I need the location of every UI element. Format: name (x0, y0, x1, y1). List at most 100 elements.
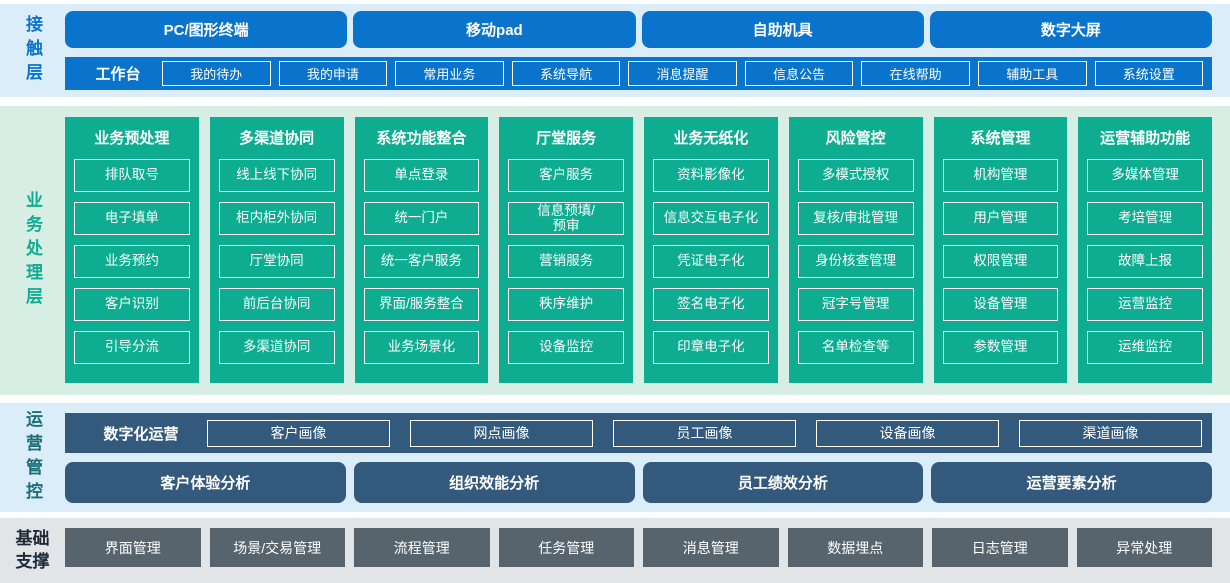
terminal-button[interactable]: 移动pad (353, 11, 636, 48)
digital-ops-item-button[interactable]: 设备画像 (816, 419, 999, 447)
business-item-button[interactable]: 多模式授权 (797, 159, 914, 192)
business-column: 厅堂服务客户服务信息预填/ 预审营销服务秩序维护设备监控 (499, 117, 633, 383)
business-item-button[interactable]: 参数管理 (942, 331, 1059, 364)
business-item-button[interactable]: 签名电子化 (653, 288, 769, 321)
workbench-item-button[interactable]: 系统导航 (511, 61, 621, 86)
business-item-button[interactable]: 单点登录 (363, 159, 480, 192)
foundation-button[interactable]: 流程管理 (354, 528, 490, 567)
business-item-button[interactable]: 营销服务 (508, 245, 624, 278)
business-item-button[interactable]: 线上线下协同 (218, 159, 335, 192)
operations-layer-content: 数字化运营 客户画像网点画像员工画像设备画像渠道画像 客户体验分析组织效能分析员… (65, 403, 1230, 512)
business-item-button[interactable]: 冠字号管理 (797, 288, 914, 321)
digital-ops-label: 数字化运营 (103, 425, 179, 443)
business-column-title: 系统功能整合 (376, 130, 467, 147)
business-item-button[interactable]: 名单检查等 (797, 331, 914, 364)
workbench-item-row: 我的待办我的申请常用业务系统导航消息提醒信息公告在线帮助辅助工具系统设置 (162, 61, 1204, 86)
business-item-button[interactable]: 运营监控 (1087, 288, 1203, 321)
foundation-layer-band: 基础 支撑 界面管理场景/交易管理流程管理任务管理消息管理数据埋点日志管理异常处… (0, 518, 1230, 583)
business-column: 多渠道协同线上线下协同柜内柜外协同厅堂协同前后台协同多渠道协同 (209, 117, 344, 383)
business-item-button[interactable]: 机构管理 (942, 159, 1059, 192)
business-column-title: 多渠道协同 (239, 130, 315, 147)
terminal-button[interactable]: PC/图形终端 (65, 11, 348, 48)
analysis-row: 客户体验分析组织效能分析员工绩效分析运营要素分析 (65, 462, 1212, 503)
foundation-button[interactable]: 异常处理 (1076, 528, 1212, 567)
business-item-button[interactable]: 故障上报 (1087, 245, 1203, 278)
business-column-title: 业务预处理 (94, 130, 170, 147)
business-column: 业务预处理排队取号电子填单业务预约客户识别引导分流 (65, 117, 199, 383)
foundation-button[interactable]: 界面管理 (65, 528, 201, 567)
business-column-title: 风险管控 (825, 130, 886, 147)
business-item-button[interactable]: 信息预填/ 预审 (508, 202, 624, 235)
workbench-item-button[interactable]: 我的待办 (162, 61, 271, 86)
business-item-button[interactable]: 客户识别 (74, 288, 190, 321)
digital-ops-item-button[interactable]: 网点画像 (410, 419, 593, 447)
business-item-button[interactable]: 排队取号 (74, 159, 190, 192)
business-item-button[interactable]: 多媒体管理 (1087, 159, 1203, 192)
analysis-button[interactable]: 组织效能分析 (353, 462, 635, 503)
workbench-item-button[interactable]: 信息公告 (744, 61, 854, 86)
foundation-button[interactable]: 消息管理 (643, 528, 779, 567)
business-item-button[interactable]: 业务预约 (74, 245, 190, 278)
foundation-button[interactable]: 数据埋点 (787, 528, 923, 567)
foundation-layer-side: 基础 支撑 (0, 518, 65, 583)
business-column-title: 运营辅助功能 (1100, 130, 1191, 147)
business-item-button[interactable]: 秩序维护 (508, 288, 624, 321)
business-item-button[interactable]: 多渠道协同 (218, 331, 335, 364)
business-item-button[interactable]: 信息交互电子化 (653, 202, 769, 235)
business-item-button[interactable]: 厅堂协同 (218, 245, 335, 278)
business-item-button[interactable]: 业务场景化 (363, 331, 480, 364)
workbench-item-button[interactable]: 消息提醒 (628, 61, 737, 86)
business-layer-band: 业务处理层 业务预处理排队取号电子填单业务预约客户识别引导分流多渠道协同线上线下… (0, 106, 1230, 395)
foundation-row: 界面管理场景/交易管理流程管理任务管理消息管理数据埋点日志管理异常处理 (65, 518, 1230, 583)
business-column-title: 厅堂服务 (536, 130, 597, 147)
business-columns: 业务预处理排队取号电子填单业务预约客户识别引导分流多渠道协同线上线下协同柜内柜外… (65, 106, 1230, 395)
digital-ops-item-button[interactable]: 渠道画像 (1019, 419, 1202, 447)
business-item-button[interactable]: 运维监控 (1087, 331, 1203, 364)
business-item-button[interactable]: 设备监控 (508, 331, 624, 364)
business-item-button[interactable]: 印章电子化 (653, 331, 769, 364)
business-column: 风险管控多模式授权复核/审批管理身份核查管理冠字号管理名单检查等 (788, 117, 923, 383)
workbench-item-button[interactable]: 常用业务 (395, 61, 504, 86)
workbench-label: 工作台 (95, 66, 141, 83)
business-item-button[interactable]: 柜内柜外协同 (218, 202, 335, 235)
business-item-button[interactable]: 界面/服务整合 (363, 288, 480, 321)
business-item-button[interactable]: 前后台协同 (218, 288, 335, 321)
business-item-button[interactable]: 引导分流 (74, 331, 190, 364)
digital-ops-item-button[interactable]: 员工画像 (613, 419, 796, 447)
foundation-button[interactable]: 场景/交易管理 (209, 528, 345, 567)
business-item-button[interactable]: 身份核查管理 (797, 245, 914, 278)
workbench-item-button[interactable]: 我的申请 (278, 61, 388, 86)
business-item-button[interactable]: 统一门户 (363, 202, 480, 235)
terminal-button[interactable]: 自助机具 (641, 11, 924, 48)
workbench-bar: 工作台 我的待办我的申请常用业务系统导航消息提醒信息公告在线帮助辅助工具系统设置 (65, 57, 1212, 90)
analysis-button[interactable]: 客户体验分析 (65, 462, 346, 503)
business-item-button[interactable]: 权限管理 (942, 245, 1059, 278)
foundation-button[interactable]: 任务管理 (498, 528, 634, 567)
business-item-button[interactable]: 电子填单 (74, 202, 190, 235)
business-column-title: 系统管理 (970, 130, 1031, 147)
workbench-item-button[interactable]: 系统设置 (1094, 61, 1204, 86)
analysis-button[interactable]: 运营要素分析 (931, 462, 1212, 503)
contact-layer-label: 接触层 (23, 14, 42, 87)
analysis-button[interactable]: 员工绩效分析 (642, 462, 924, 503)
terminal-button[interactable]: 数字大屏 (929, 11, 1212, 48)
business-item-button[interactable]: 设备管理 (942, 288, 1059, 321)
foundation-button[interactable]: 日志管理 (932, 528, 1068, 567)
business-item-button[interactable]: 客户服务 (508, 159, 624, 192)
workbench-item-button[interactable]: 辅助工具 (977, 61, 1087, 86)
business-item-button[interactable]: 统一客户服务 (363, 245, 480, 278)
digital-ops-item-button[interactable]: 客户画像 (207, 419, 390, 447)
business-item-button[interactable]: 凭证电子化 (653, 245, 769, 278)
business-item-button[interactable]: 考培管理 (1087, 202, 1203, 235)
business-column-title: 业务无纸化 (673, 130, 749, 147)
business-item-button[interactable]: 用户管理 (942, 202, 1059, 235)
workbench-item-button[interactable]: 在线帮助 (861, 61, 970, 86)
foundation-layer-label: 基础 支撑 (15, 529, 50, 571)
operations-layer-side: 运营管控 (0, 403, 65, 512)
business-item-button[interactable]: 复核/审批管理 (797, 202, 914, 235)
business-item-button[interactable]: 资料影像化 (653, 159, 769, 192)
